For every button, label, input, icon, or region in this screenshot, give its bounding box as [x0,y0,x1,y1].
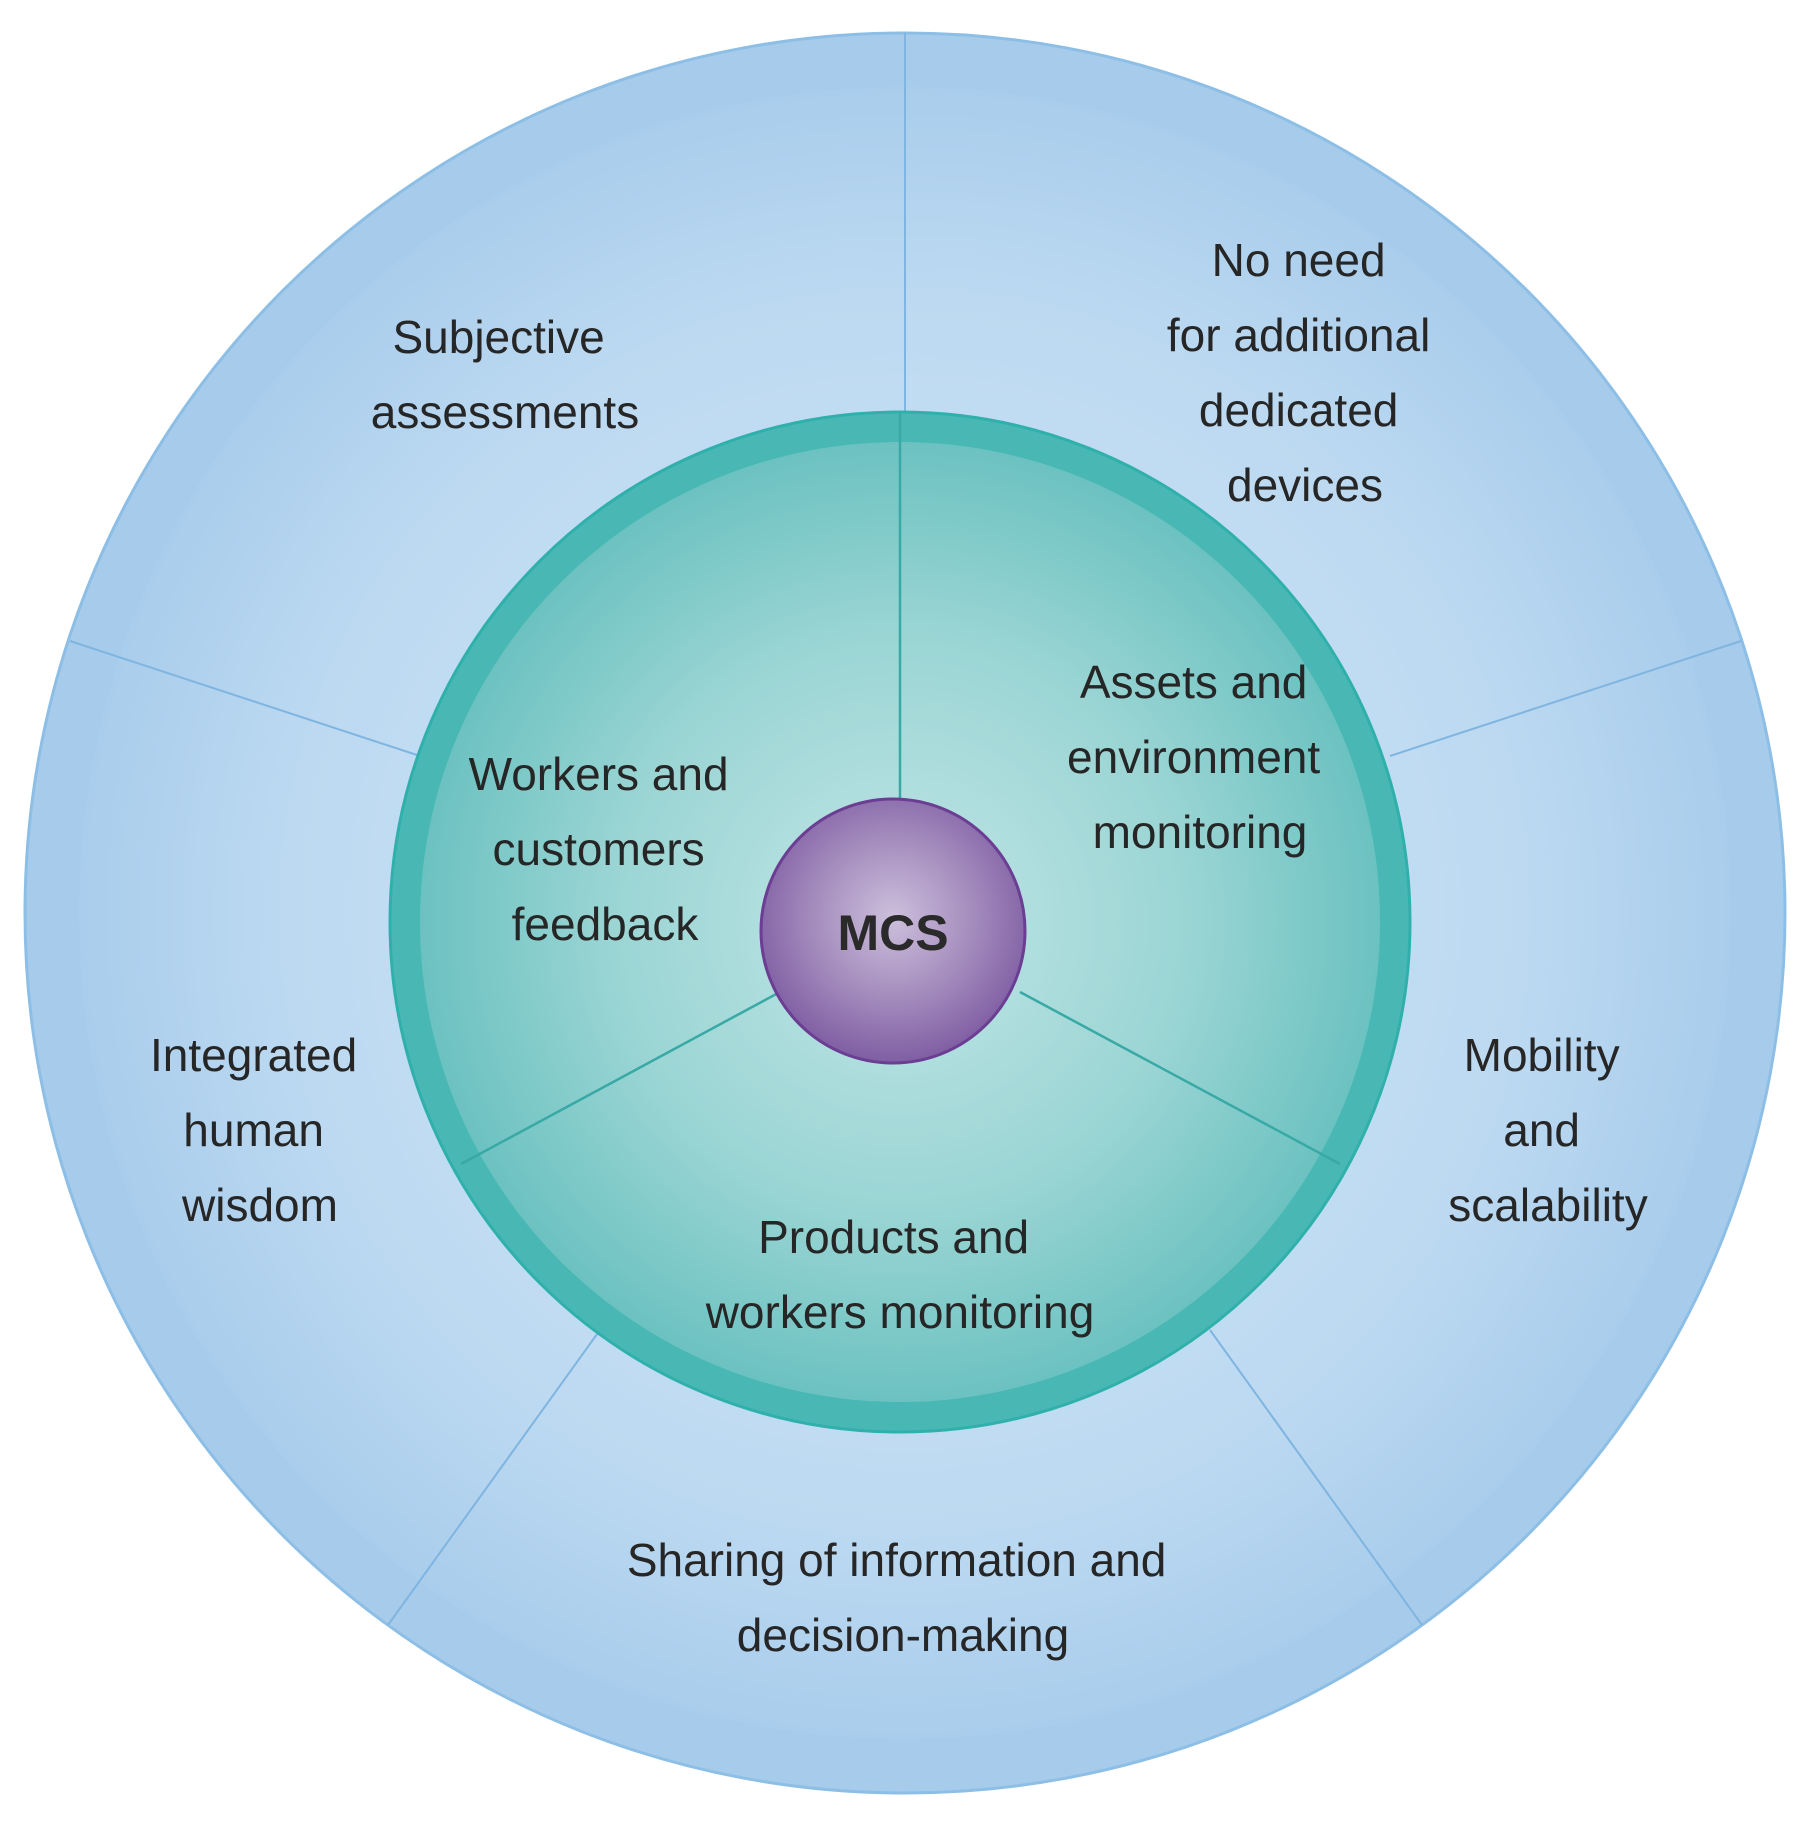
label-subjective-assessments: Subjective assessments [371,311,639,438]
label-no-need-dedicated-devices: No need for additional dedicated devices [1167,234,1443,511]
label-sharing-information: Sharing of information and decision-maki… [627,1534,1179,1661]
center-label: MCS [837,905,948,961]
label-assets-environment-monitoring: Assets and environment monitoring [1067,656,1333,858]
label-workers-customers-feedback: Workers and customers feedback [469,748,742,950]
center-circle [759,797,1027,1065]
label-mobility-scalability: Mobility and scalability [1448,1029,1647,1231]
label-products-workers-monitoring: Products and workers monitoring [705,1211,1095,1338]
label-integrated-human-wisdom: Integrated human wisdom [150,1029,370,1231]
outer-dividers [69,33,1742,1626]
inner-dividers [460,413,1341,1166]
